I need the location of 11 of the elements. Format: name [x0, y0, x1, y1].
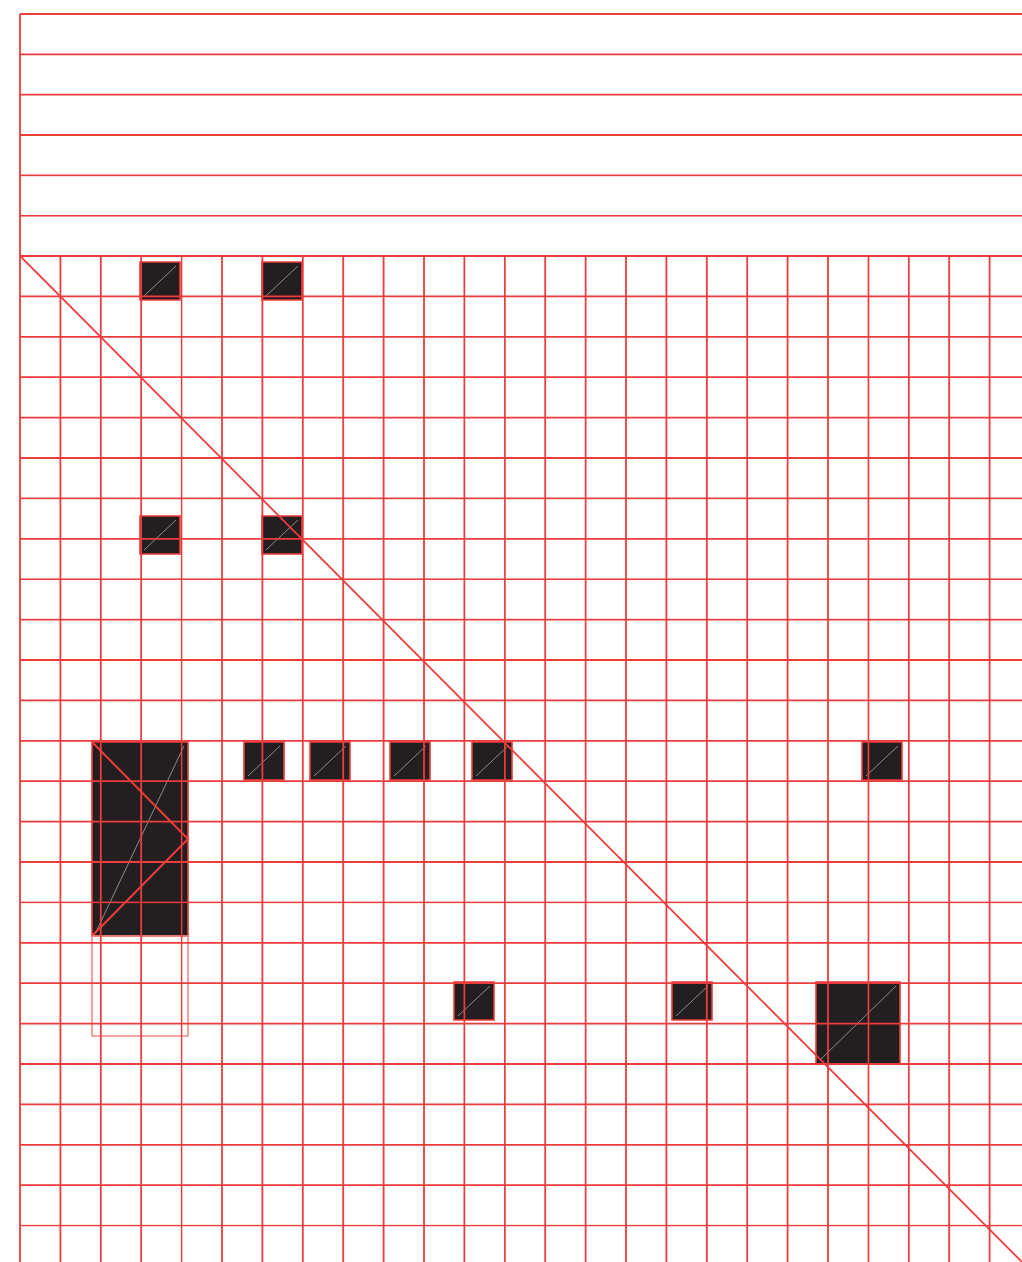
filled-square [91, 741, 190, 937]
filled-square [389, 741, 431, 781]
filled-square [243, 741, 285, 781]
filled-square [139, 261, 181, 301]
filled-square [671, 981, 713, 1021]
filled-square [309, 741, 351, 781]
filled-square [453, 981, 495, 1021]
filled-square [815, 981, 901, 1065]
filled-square [139, 515, 181, 555]
filled-square [861, 741, 903, 781]
filled-square [261, 261, 303, 301]
